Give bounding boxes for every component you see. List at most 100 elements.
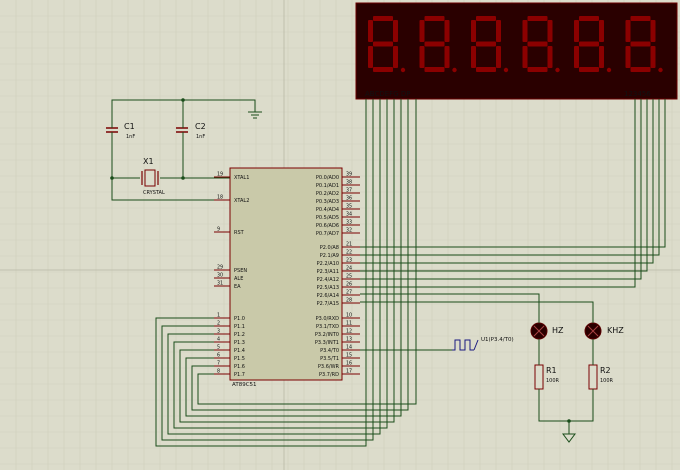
segment xyxy=(368,20,373,42)
r1-ref: R1 xyxy=(546,366,557,375)
segment xyxy=(527,16,548,21)
pin-name: P0.6/AD6 xyxy=(316,223,339,229)
pin-number: 2 xyxy=(217,321,220,327)
pin-name: P0.0/AD0 xyxy=(316,175,339,181)
capacitor-c1[interactable]: C1 1nF xyxy=(106,122,135,140)
pin-name: P1.5 xyxy=(234,356,245,362)
segment xyxy=(574,46,579,68)
segment xyxy=(625,20,631,42)
signal-generator[interactable]: U1(P3.4/T0) xyxy=(452,337,514,351)
pin-number: 18 xyxy=(217,195,223,201)
pin-number: 35 xyxy=(346,204,352,210)
pin-number: 24 xyxy=(346,266,352,272)
pin-number: 10 xyxy=(346,313,352,319)
pin-name: P1.4 xyxy=(234,348,245,354)
ground-junction xyxy=(567,419,571,423)
pin-number: 3 xyxy=(217,329,220,335)
display-digit xyxy=(419,16,457,73)
pin-number: 22 xyxy=(346,250,352,256)
mcu-name: AT89C51 xyxy=(232,382,257,388)
segment xyxy=(522,46,528,68)
pin-number: 17 xyxy=(346,369,352,375)
pin-number: 26 xyxy=(346,282,352,288)
segment xyxy=(476,67,496,72)
pin-name: P0.7/AD7 xyxy=(316,231,339,237)
segment xyxy=(373,67,393,72)
segment xyxy=(579,41,599,47)
segment xyxy=(547,46,553,68)
pin-number: 28 xyxy=(346,298,352,304)
pin-name: P2.4/A12 xyxy=(317,277,339,283)
pin-number: 23 xyxy=(346,258,352,264)
pin-number: 29 xyxy=(217,265,223,271)
r1-value: 100R xyxy=(546,378,560,384)
pin-number: 38 xyxy=(346,180,352,186)
pin-number: 9 xyxy=(217,227,220,233)
segment xyxy=(476,41,496,47)
pin-number: 34 xyxy=(346,212,352,218)
lamp-khz[interactable]: KHZ xyxy=(584,322,624,340)
pin-number: 6 xyxy=(217,353,220,359)
c2-ref: C2 xyxy=(195,122,206,131)
crystal-type: CRYSTAL xyxy=(143,190,165,196)
capacitor-c2[interactable]: C2 1nF xyxy=(176,122,206,140)
seven-segment-display[interactable]: ABCDEFG DP 123456 xyxy=(355,2,678,100)
c2-value: 1nF xyxy=(196,134,205,140)
pin-name: P3.6/WR xyxy=(318,364,340,370)
lamp-hz-label: HZ xyxy=(552,326,564,335)
junction-dots xyxy=(110,98,185,180)
segment xyxy=(444,20,450,42)
pin-name: ALE xyxy=(234,276,243,282)
segment xyxy=(599,46,604,68)
ground-symbol-bottom xyxy=(562,433,576,443)
pin-number: 7 xyxy=(217,361,220,367)
pin-name: P3.2/INT0 xyxy=(315,332,339,338)
pin-name: P1.0 xyxy=(234,316,245,322)
segment xyxy=(650,20,656,42)
decimal-point xyxy=(400,67,406,73)
pin-number: 33 xyxy=(346,220,352,226)
pin-number: 12 xyxy=(346,329,352,335)
display-digits xyxy=(368,16,663,73)
pin-name: P2.5/A13 xyxy=(317,285,339,291)
decimal-point xyxy=(658,67,663,73)
pin-name: P1.6 xyxy=(234,364,245,370)
pin-number: 37 xyxy=(346,188,352,194)
lamp-khz-label: KHZ xyxy=(607,326,624,335)
c1-value: 1nF xyxy=(126,134,135,140)
pin-name: P3.3/INT1 xyxy=(315,340,339,346)
ground-symbol-top xyxy=(248,111,262,119)
decimal-point xyxy=(606,67,612,73)
lamp-hz[interactable]: HZ xyxy=(530,322,564,340)
segment xyxy=(599,20,604,42)
pin-number: 4 xyxy=(217,337,220,343)
pin-number: 32 xyxy=(346,228,352,234)
pin-name: P1.3 xyxy=(234,340,245,346)
pin-number: 39 xyxy=(346,172,352,178)
segment xyxy=(574,20,579,42)
segment xyxy=(527,41,548,47)
display-digit xyxy=(522,16,560,73)
segment xyxy=(476,16,496,21)
segment xyxy=(630,67,651,72)
segment xyxy=(373,16,393,21)
pin-number: 21 xyxy=(346,242,352,248)
segment xyxy=(496,20,501,42)
r2-value: 100R xyxy=(600,378,614,384)
segment xyxy=(419,46,425,68)
resistor-r2[interactable]: R2 100R xyxy=(588,364,614,390)
pin-name: P0.3/AD3 xyxy=(316,199,339,205)
segment xyxy=(547,20,553,42)
segment xyxy=(630,16,651,21)
segment xyxy=(471,20,476,42)
segment xyxy=(393,46,398,68)
segment xyxy=(444,46,450,68)
display-digit xyxy=(471,16,509,73)
crystal-x1[interactable]: X1 CRYSTAL xyxy=(141,157,165,196)
pin-name: P2.2/A10 xyxy=(317,261,339,267)
pin-number: 25 xyxy=(346,274,352,280)
resistor-r1[interactable]: R1 100R xyxy=(534,364,560,390)
